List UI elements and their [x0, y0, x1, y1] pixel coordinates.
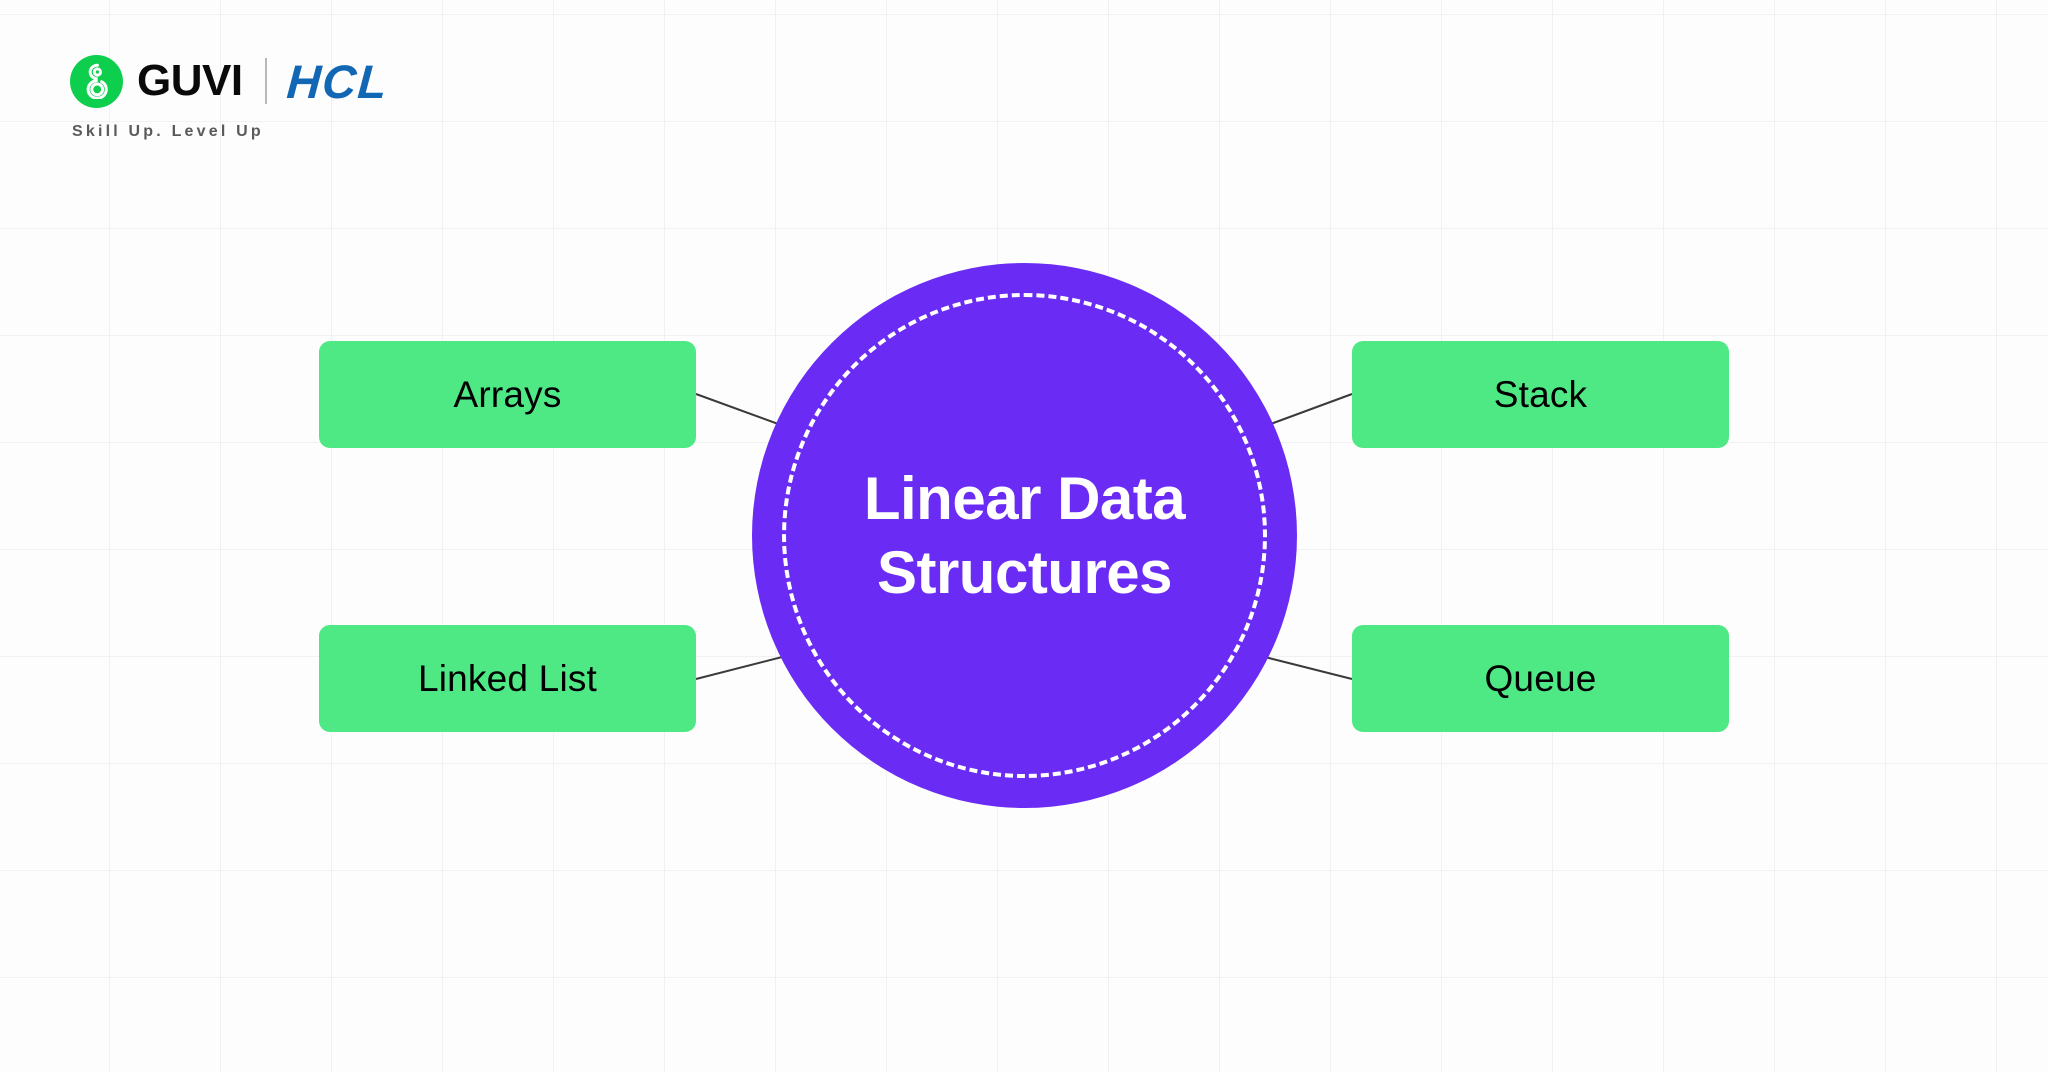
brand-logo-block: GUVI HCL Skill Up. Level Up [70, 52, 390, 141]
node-linked-list[interactable]: Linked List [319, 625, 696, 732]
center-node-title-line-2: Structures [876, 538, 1173, 606]
brand-name-guvi: GUVI [137, 56, 243, 105]
node-queue-label: Queue [1484, 657, 1597, 699]
logo-divider [264, 58, 267, 104]
connector-linked-list [695, 654, 791, 680]
connector-queue [1256, 654, 1353, 680]
node-stack-label: Stack [1493, 373, 1588, 415]
brand-name-hcl: HCL [284, 54, 390, 108]
brand-tagline: Skill Up. Level Up [72, 123, 264, 140]
node-queue[interactable]: Queue [1352, 625, 1729, 732]
center-node-dashed-ring [782, 293, 1267, 778]
center-node-title-line-1: Linear Data [863, 465, 1186, 533]
guvi-circle-logo-icon [70, 54, 123, 108]
node-arrays[interactable]: Arrays [319, 341, 696, 448]
center-node-title: Linear Data Structures [810, 462, 1240, 608]
center-node[interactable]: Linear Data Structures [752, 263, 1297, 808]
brand-logo-row: GUVI HCL [70, 52, 390, 110]
node-arrays-label: Arrays [453, 373, 562, 415]
node-stack[interactable]: Stack [1352, 341, 1729, 448]
node-linked-list-label: Linked List [417, 657, 598, 699]
